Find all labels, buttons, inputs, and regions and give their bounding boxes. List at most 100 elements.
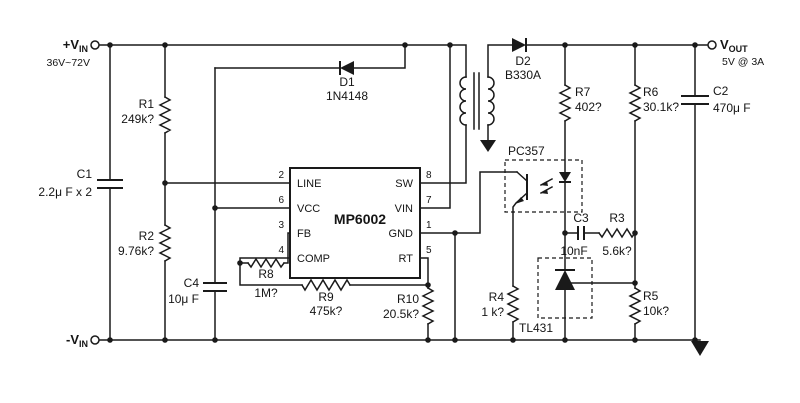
- terminal-vout: VOUT 5V @ 3A: [707, 37, 764, 68]
- r8-value: 1M?: [254, 286, 278, 300]
- pc357-label: PC357: [508, 144, 545, 158]
- r1-ref: R1: [139, 97, 155, 111]
- d1-value: 1N4148: [326, 89, 368, 103]
- primary-winding: [459, 76, 467, 126]
- terminal-circle: [90, 335, 100, 345]
- c2-value: 470μ F: [713, 101, 751, 115]
- r9-ref: R9: [318, 290, 334, 304]
- resistor-r4: R4 1 k?: [481, 284, 520, 324]
- secondary-winding: [487, 76, 495, 126]
- r10-value: 20.5k?: [383, 307, 419, 321]
- transistor-leads: [512, 170, 529, 213]
- capacitor-plates: [97, 179, 123, 189]
- pin-number-3: 3: [278, 220, 284, 231]
- vout-rating-label: 5V @ 3A: [722, 56, 764, 68]
- emitter-arrow: [515, 197, 524, 204]
- capacitor-c4: C4 10μ F: [168, 276, 227, 306]
- resistor-zigzag: [158, 223, 172, 263]
- pin-number-5: 5: [426, 245, 432, 256]
- c3-value: 10nF: [560, 244, 587, 258]
- capacitor-c1: C1 2.2μ F x 2: [38, 167, 123, 199]
- vin-range-label: 36V~72V: [47, 57, 91, 69]
- resistor-r1: R1 249k?: [121, 95, 172, 135]
- r5-ref: R5: [643, 289, 659, 303]
- secondary-ground-icon: [480, 140, 496, 152]
- pin-number-1: 1: [426, 220, 432, 231]
- terminal-vin-negative: -VIN: [66, 332, 100, 349]
- terminal-circle: [90, 40, 100, 50]
- c2-ref: C2: [713, 84, 729, 98]
- transformer: [459, 72, 495, 130]
- shunt-regulator-tl431: TL431: [519, 257, 593, 335]
- vin-neg-label: -VIN: [66, 332, 88, 349]
- resistor-zigzag: [558, 83, 572, 123]
- terminal-circle: [707, 40, 717, 50]
- r4-ref: R4: [489, 290, 505, 304]
- capacitor-c3: C3 10nF: [560, 211, 589, 258]
- pin-rt: RT: [399, 253, 414, 265]
- r2-value: 9.76k?: [118, 244, 154, 258]
- terminal-vin-positive: +VIN 36V~72V: [47, 37, 100, 69]
- d1-ref: D1: [339, 75, 355, 89]
- pin-comp: COMP: [297, 253, 330, 265]
- pin-number-6: 6: [278, 195, 284, 206]
- tl431-triangle: [555, 270, 575, 290]
- transformer-core: [473, 72, 480, 130]
- diode-triangle: [340, 61, 354, 75]
- capacitor-plates: [577, 226, 585, 240]
- light-arrowhead: [540, 189, 548, 194]
- resistor-zigzag: [246, 257, 286, 269]
- pin-vcc: VCC: [297, 203, 320, 215]
- resistor-r3: R3 5.6k?: [597, 211, 637, 258]
- r7-value: 402?: [575, 100, 602, 114]
- pin-number-7: 7: [426, 195, 432, 206]
- pin-number-8: 8: [426, 170, 432, 181]
- r8-ref: R8: [258, 267, 274, 281]
- r9-value: 475k?: [310, 304, 343, 318]
- tl431-label: TL431: [519, 321, 553, 335]
- diode-d1: D1 1N4148: [326, 61, 368, 103]
- optocoupler-pc357: PC357: [504, 144, 583, 213]
- pin-vin: VIN: [395, 203, 413, 215]
- pin-sw: SW: [395, 178, 413, 190]
- r2-ref: R2: [139, 229, 155, 243]
- c1-value: 2.2μ F x 2: [38, 185, 92, 199]
- d2-ref: D2: [515, 54, 531, 68]
- r1-value: 249k?: [121, 112, 154, 126]
- pin-fb: FB: [297, 228, 311, 240]
- capacitor-c2: C2 470μ F: [681, 84, 751, 115]
- resistor-r2: R2 9.76k?: [118, 223, 172, 263]
- r5-value: 10k?: [643, 304, 669, 318]
- resistor-r9: R9 475k?: [300, 278, 352, 318]
- resistor-r10: R10 20.5k?: [383, 286, 435, 326]
- pin-line: LINE: [297, 178, 321, 190]
- resistor-zigzag: [506, 284, 520, 324]
- resistor-r8: R8 1M?: [246, 257, 286, 300]
- resistor-zigzag: [421, 286, 435, 326]
- capacitor-plates: [203, 282, 227, 292]
- vout-label: VOUT: [720, 37, 748, 54]
- r3-value: 5.6k?: [602, 244, 632, 258]
- d2-value: B330A: [505, 68, 541, 82]
- ic-body: [289, 167, 421, 279]
- pin-gnd: GND: [389, 228, 414, 240]
- resistor-zigzag: [158, 95, 172, 135]
- vin-pos-label: +VIN: [63, 37, 88, 54]
- c1-ref: C1: [77, 167, 93, 181]
- resistor-zigzag: [628, 286, 642, 326]
- ic-part-number: MP6002: [334, 211, 386, 227]
- diode-d2: D2 B330A: [505, 38, 541, 82]
- r4-value: 1 k?: [481, 305, 504, 319]
- diode-triangle: [512, 38, 526, 52]
- c4-ref: C4: [184, 276, 200, 290]
- light-arrowhead: [540, 181, 548, 186]
- c4-value: 10μ F: [168, 292, 199, 306]
- optocoupler-outline: [504, 159, 583, 213]
- ic-mp6002: MP6002 LINE VCC FB COMP SW VIN GND RT 2 …: [278, 167, 432, 279]
- resistor-zigzag: [300, 278, 352, 292]
- resistor-zigzag: [628, 83, 642, 123]
- wires: [98, 44, 709, 341]
- pin-number-4: 4: [278, 245, 284, 256]
